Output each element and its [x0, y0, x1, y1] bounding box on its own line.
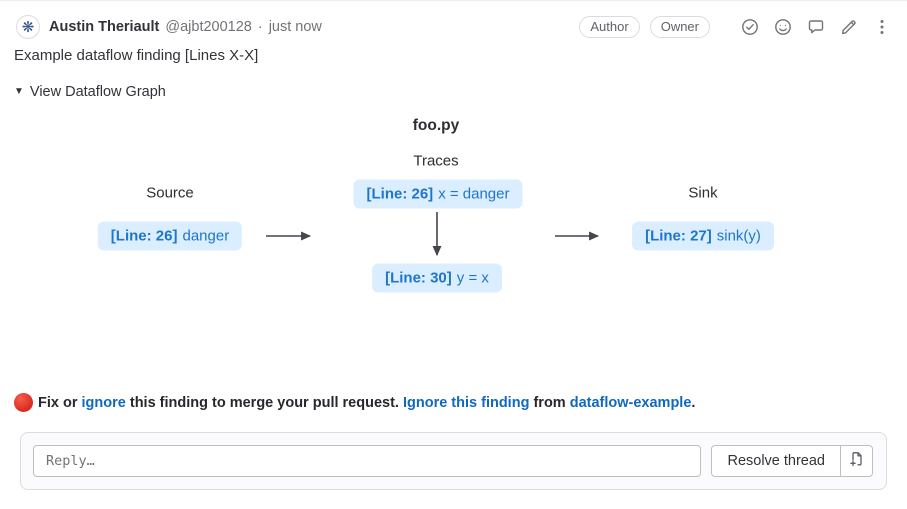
reply-container: Resolve thread [20, 432, 887, 490]
source-node-code: danger [182, 227, 230, 245]
toggle-label: View Dataflow Graph [29, 84, 166, 100]
sink-node: [Line: 27]sink(y) [632, 221, 774, 251]
emoji-reaction-button[interactable] [774, 18, 792, 36]
reply-input[interactable] [33, 445, 702, 477]
author-handle[interactable]: @ajbt200128 [165, 19, 252, 35]
avatar-pattern-icon: ❋ [21, 18, 35, 36]
create-issue-icon [849, 451, 865, 471]
sink-node-line: [Line: 27] [645, 227, 712, 245]
warning-text-4: . [691, 394, 696, 411]
edit-button[interactable] [840, 18, 858, 36]
author-badge: Author [579, 16, 640, 38]
column-header-source: Source [146, 184, 194, 202]
red-circle-icon [14, 393, 33, 412]
check-circle-icon [741, 18, 759, 36]
graph-file-title: foo.py [412, 117, 460, 134]
comment-body-text: Example dataflow finding [Lines X-X] [14, 47, 259, 64]
comment-header: ❋ Austin Theriault @ajbt200128 · just no… [16, 14, 891, 40]
view-dataflow-graph-toggle[interactable]: ▼ View Dataflow Graph [14, 84, 166, 100]
timestamp[interactable]: just now [268, 19, 322, 35]
create-issue-to-resolve-button[interactable] [841, 445, 873, 477]
graph-arrows [266, 212, 600, 257]
smiley-icon [774, 18, 792, 36]
trace-node-2-code: y = x [456, 269, 489, 287]
chevron-down-icon: ▼ [14, 86, 24, 97]
warning-text-1: Fix or [38, 394, 82, 411]
meta-separator: · [257, 19, 263, 35]
resolve-check-button[interactable] [741, 18, 759, 36]
ignore-link[interactable]: ignore [81, 394, 126, 411]
resolve-button-group: Resolve thread [711, 445, 873, 477]
ignore-this-finding-link[interactable]: Ignore this finding [402, 394, 530, 411]
trace-node-2-line: [Line: 30] [385, 269, 452, 287]
more-options-button[interactable] [873, 18, 891, 36]
speech-bubble-icon [807, 18, 825, 36]
dataflow-graph: foo.py Traces Source Sink [Line: 26]dang… [0, 106, 907, 386]
merge-warning: Fix or ignore this finding to merge your… [14, 393, 695, 412]
trace-node-1: [Line: 26]x = danger [353, 179, 523, 209]
owner-badge: Owner [649, 16, 710, 38]
trace-node-1-line: [Line: 26] [366, 185, 434, 203]
kebab-menu-icon [873, 18, 891, 36]
warning-text-3: from [529, 394, 570, 411]
resolve-thread-button[interactable]: Resolve thread [711, 445, 841, 477]
column-header-traces: Traces [413, 152, 459, 170]
author-name[interactable]: Austin Theriault [49, 19, 160, 35]
dataflow-example-link[interactable]: dataflow-example [569, 394, 692, 411]
comment-button[interactable] [807, 18, 825, 36]
source-node-line: [Line: 26] [110, 227, 178, 245]
sink-node-code: sink(y) [716, 227, 761, 245]
column-header-sink: Sink [688, 184, 718, 202]
source-node: [Line: 26]danger [97, 221, 243, 251]
pencil-icon [840, 18, 858, 36]
warning-text-2: this finding to merge your pull request. [125, 394, 403, 411]
avatar[interactable]: ❋ [16, 15, 40, 39]
comment-actions [726, 18, 891, 36]
trace-node-1-code: x = danger [438, 185, 510, 203]
trace-node-2: [Line: 30]y = x [372, 263, 502, 293]
